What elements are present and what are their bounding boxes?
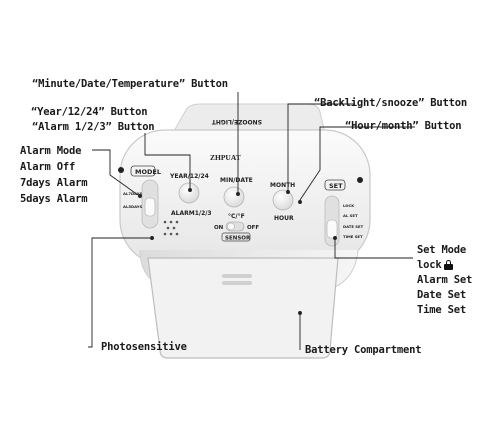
alarm-label: ALARM1/2/3 xyxy=(171,210,212,217)
set-opt-al: AL SET xyxy=(343,213,358,218)
minute-date-temperature-callout: “Minute/Date/Temperature” Button xyxy=(32,78,228,90)
sensor-label: SENSOR xyxy=(225,236,251,242)
model-opt-7days: AL7DAYS xyxy=(123,191,142,196)
off-label: OFF xyxy=(247,225,259,231)
on-label: ON xyxy=(214,225,224,231)
speaker-grille xyxy=(163,220,179,236)
lock-icon xyxy=(443,260,453,270)
hour-month-button[interactable]: MONTH HOUR xyxy=(270,182,295,222)
snooze-light-text: SNOOZE/LIGHT xyxy=(211,118,262,125)
alarm-mode-line-1: Alarm Mode xyxy=(20,145,82,157)
photosensitive-callout: Photosensitive xyxy=(101,341,187,353)
set-mode-lock-text: lock xyxy=(417,259,442,271)
set-mode-line-4: Date Set xyxy=(417,289,466,301)
model-opt-5days: AL5DAYS xyxy=(123,204,142,209)
indicator-dot-left xyxy=(118,167,124,173)
year-label: YEAR/12/24 xyxy=(169,173,209,180)
set-mode-callout: Set Mode lock Alarm Set Date Set Time Se… xyxy=(417,243,472,318)
alarm-mode-callout: Alarm Mode Alarm Off 7days Alarm 5days A… xyxy=(20,143,88,207)
hour-label: HOUR xyxy=(274,215,294,222)
min-date-button[interactable]: MIN/DATE °C/°F xyxy=(220,177,253,220)
model-switch[interactable]: MODEL AL7DAYS AL5DAYS xyxy=(123,165,161,229)
battery-compartment xyxy=(147,257,339,359)
set-mode-line-5: Time Set xyxy=(417,304,466,316)
min-date-label: MIN/DATE xyxy=(220,177,253,184)
month-label: MONTH xyxy=(270,182,295,189)
hour-month-callout: “Hour/month” Button xyxy=(345,120,462,132)
alarm-button-callout: “Alarm 1/2/3” Button xyxy=(32,121,155,133)
set-mode-line-2: lock xyxy=(417,258,472,273)
set-opt-date: DATE SET xyxy=(343,224,364,229)
alarm-mode-line-2: Alarm Off xyxy=(20,161,76,173)
alarm-mode-line-4: 5days Alarm xyxy=(20,193,88,205)
brand-logo: ZHPUAT xyxy=(210,153,241,162)
set-label: SET xyxy=(329,182,343,190)
indicator-dot-right xyxy=(357,177,363,183)
set-opt-time: TIME SET xyxy=(343,234,363,239)
backlight-snooze-callout: “Backlight/snooze” Button xyxy=(314,97,468,109)
set-switch[interactable]: SET LOCK AL SET DATE SET TIME SET xyxy=(324,179,364,247)
alarm-mode-line-3: 7days Alarm xyxy=(20,177,88,189)
year-button-callout: “Year/12/24” Button xyxy=(31,106,148,118)
set-mode-line-1: Set Mode xyxy=(417,244,466,256)
temp-unit-label: °C/°F xyxy=(228,213,245,220)
battery-compartment-callout: Battery Compartment xyxy=(305,344,422,356)
model-label: MODEL xyxy=(135,168,161,176)
year-alarm-button[interactable]: YEAR/12/24 ALARM1/2/3 xyxy=(169,173,212,217)
on-off-switch[interactable]: ON OFF xyxy=(214,221,259,232)
set-opt-lock: LOCK xyxy=(343,203,355,208)
photosensor: SENSOR xyxy=(221,232,251,242)
callout-lines xyxy=(88,92,415,350)
set-mode-line-3: Alarm Set xyxy=(417,274,473,286)
